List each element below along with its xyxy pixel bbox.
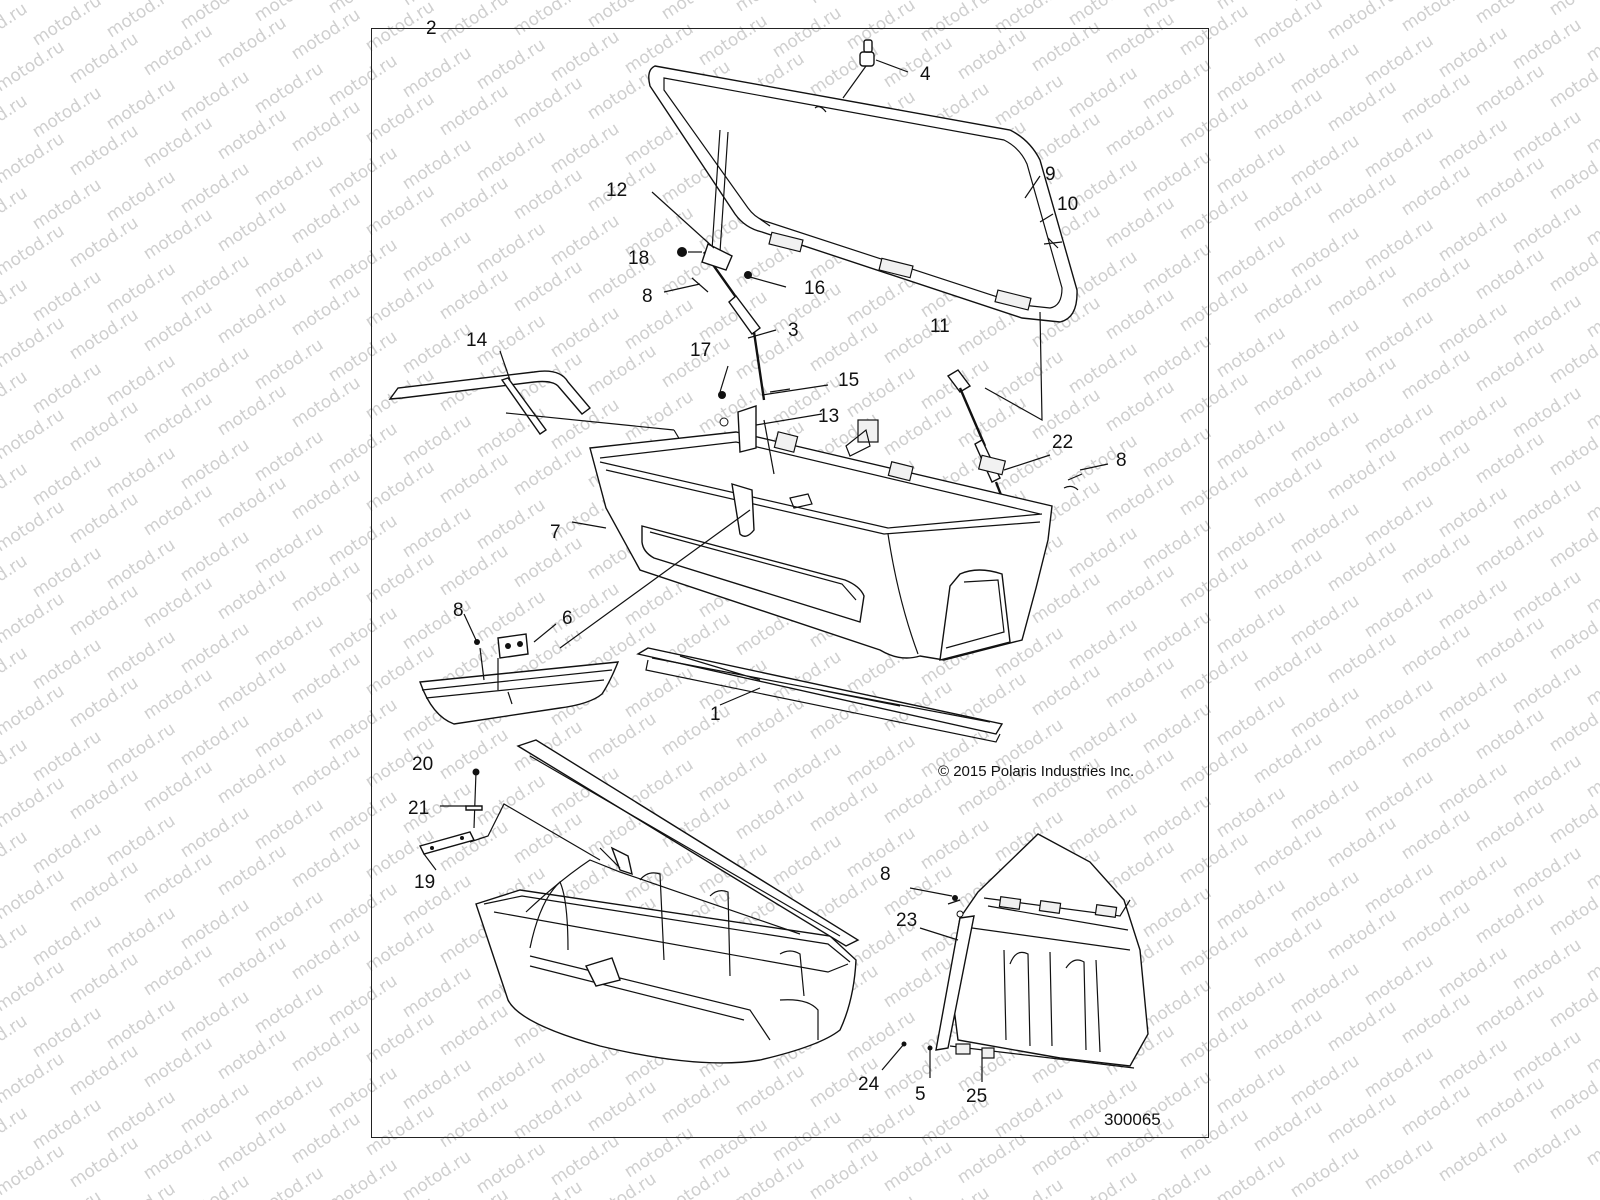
leader-22b	[1003, 454, 1051, 471]
hinge-bracket-12	[651, 191, 787, 293]
callout-9: 9	[1045, 164, 1056, 185]
mount-bracket-part	[419, 509, 751, 725]
callout-24: 24	[858, 1074, 880, 1095]
callout-21: 21	[408, 798, 429, 819]
watermark-text: motod.ru	[0, 1195, 31, 1200]
callout-23: 23	[896, 910, 917, 931]
callout-8c: 8	[453, 600, 464, 621]
callout-25: 25	[966, 1086, 987, 1107]
callout-15: 15	[838, 370, 859, 391]
callout-8a: 8	[642, 286, 653, 307]
callout-17: 17	[690, 340, 711, 361]
callout-14: 14	[466, 330, 488, 351]
latch-part	[842, 39, 909, 99]
leader-10	[1039, 213, 1054, 223]
leader-22	[984, 311, 1043, 422]
gas-strut-part	[703, 248, 777, 401]
diagram-frame	[371, 28, 1209, 1138]
callout-6: 6	[562, 608, 573, 629]
open-box-part	[469, 739, 860, 1064]
screw-part	[1043, 237, 1063, 249]
installed-view-part	[881, 833, 1149, 1082]
copyright-text: © 2015 Polaris Industries Inc.	[938, 763, 1134, 780]
callout-22: 22	[1052, 432, 1073, 453]
callout-4: 4	[920, 64, 931, 85]
callout-8d: 8	[880, 864, 891, 885]
callout-2: 2	[426, 18, 437, 39]
callout-7: 7	[550, 522, 561, 543]
callout-8b: 8	[1116, 450, 1127, 471]
callout-5: 5	[915, 1084, 926, 1105]
storage-box-body	[589, 405, 1053, 661]
lid-part	[648, 65, 1078, 323]
callout-11: 11	[930, 316, 950, 337]
small-fasteners	[571, 365, 1109, 529]
callout-13: 13	[818, 406, 839, 427]
trim-bar-part	[388, 350, 681, 441]
callout-10: 10	[1057, 194, 1078, 215]
callout-19: 19	[414, 872, 435, 893]
leader-9	[1024, 175, 1041, 199]
callout-labels: 1 2 3 4 5 6 7 8 8 8 8 9 10 11 12 13 14 1…	[408, 18, 1127, 1107]
callout-1: 1	[710, 704, 721, 725]
callout-3: 3	[788, 320, 799, 341]
callout-20: 20	[412, 754, 433, 775]
figure-id: 300065	[1104, 1110, 1161, 1129]
callout-18: 18	[628, 248, 649, 269]
callout-12: 12	[606, 180, 627, 201]
latch-plate-part	[418, 768, 483, 871]
callout-16: 16	[804, 278, 825, 299]
base-plate-part	[636, 647, 1004, 743]
